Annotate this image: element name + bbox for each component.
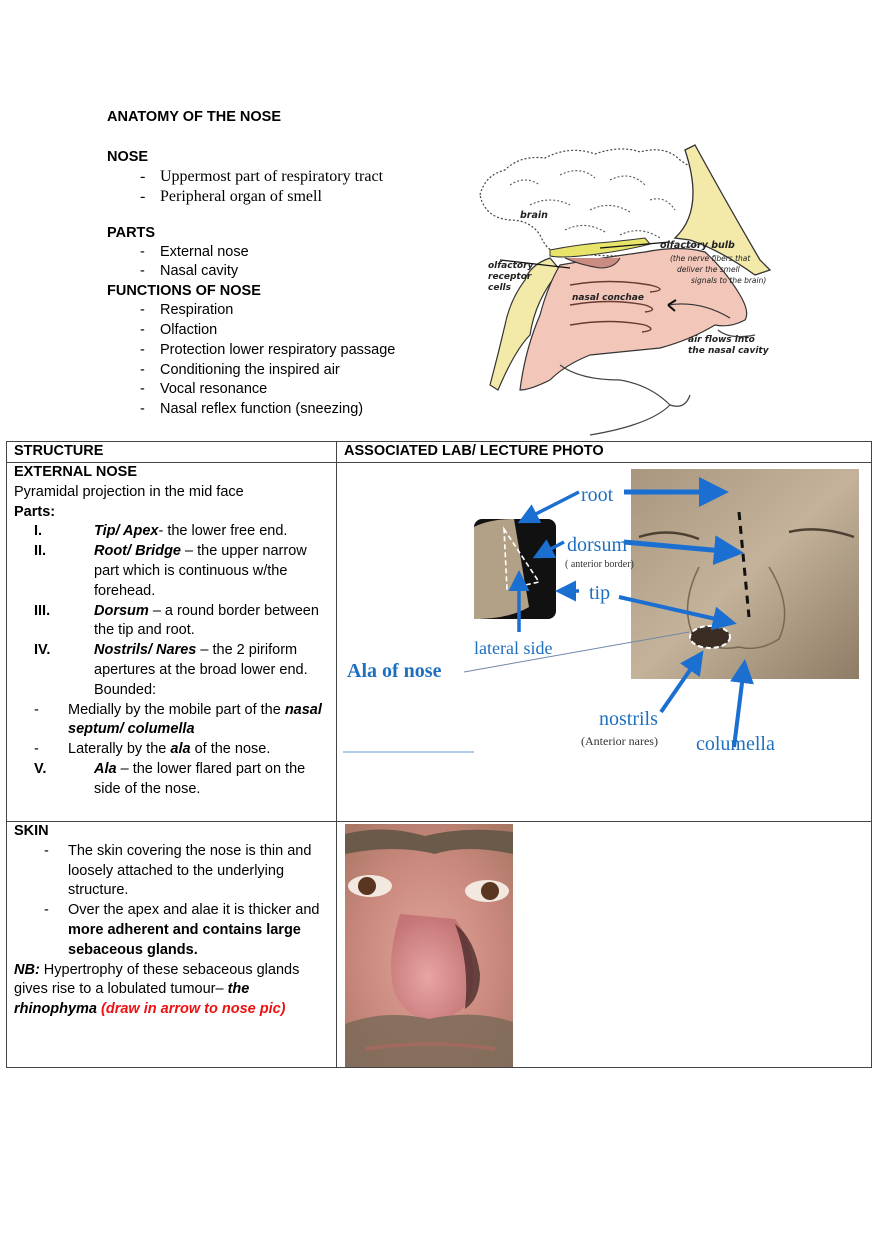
- svg-text:lateral side: lateral side: [474, 638, 552, 658]
- rhinophyma-photo: [345, 824, 513, 1067]
- external-nose-cell: EXTERNAL NOSE Pyramidal projection in th…: [6, 462, 337, 822]
- skin-heading: SKIN: [14, 823, 49, 839]
- rhinophyma-photo-cell: [336, 821, 872, 1068]
- bounded-item: -Medially by the mobile part of the nasa…: [34, 701, 322, 738]
- svg-text:root: root: [581, 484, 614, 506]
- list-item: -Conditioning the inspired air: [140, 361, 340, 378]
- external-nose-desc: Pyramidal projection in the mid face: [14, 483, 244, 500]
- parts-list: -External nose -Nasal cavity: [107, 243, 467, 283]
- list-item: -Peripheral organ of smell: [140, 187, 322, 205]
- list-item: -Respiration: [140, 302, 234, 319]
- nose-list: -Uppermost part of respiratory tract -Pe…: [107, 167, 467, 207]
- skin-bullet: -Over the apex and alae it is thicker an…: [44, 902, 320, 958]
- skin-nb-note: NB: Hypertrophy of these sebaceous gland…: [14, 961, 300, 1018]
- table-row-external-nose: EXTERNAL NOSE Pyramidal projection in th…: [6, 462, 872, 822]
- external-nose-heading: EXTERNAL NOSE: [14, 464, 138, 480]
- svg-text:receptor: receptor: [488, 272, 532, 282]
- table-row-skin: SKIN -The skin covering the nose is thin…: [6, 821, 872, 1068]
- list-item: -External nose: [140, 243, 249, 260]
- section-heading-nose: NOSE: [107, 149, 149, 165]
- parts-label: Parts:: [14, 503, 56, 520]
- svg-text:olfactory bulb: olfactory bulb: [660, 240, 735, 251]
- list-item: -Vocal resonance: [140, 381, 268, 398]
- svg-text:(the nerve fibers that: (the nerve fibers that: [670, 254, 751, 263]
- sagittal-head-illustration: brain olfactory bulb (the nerve fibers t…: [479, 144, 772, 436]
- svg-text:the nasal cavity: the nasal cavity: [688, 346, 770, 356]
- svg-text:Ala of nose: Ala of nose: [347, 660, 442, 682]
- page-title: ANATOMY OF THE NOSE: [107, 109, 282, 125]
- skin-bullet: -The skin covering the nose is thin and …: [44, 842, 312, 899]
- svg-text:nostrils: nostrils: [599, 708, 658, 730]
- svg-text:olfactory: olfactory: [488, 261, 535, 271]
- section-heading-functions: FUNCTIONS OF NOSE: [107, 283, 261, 300]
- list-item: -Nasal reflex function (sneezing): [140, 401, 364, 418]
- header-photo: ASSOCIATED LAB/ LECTURE PHOTO: [336, 441, 872, 463]
- part-item: V.Ala – the lower flared part on the sid…: [34, 760, 306, 797]
- svg-text:deliver the smell: deliver the smell: [677, 265, 741, 274]
- table-header-row: STRUCTURE ASSOCIATED LAB/ LECTURE PHOTO: [6, 441, 872, 463]
- svg-text:air flows into: air flows into: [688, 335, 755, 345]
- functions-list: -Respiration -Olfaction -Protection lowe…: [107, 301, 467, 420]
- intro-section: ANATOMY OF THE NOSE NOSE -Uppermost part…: [107, 108, 467, 420]
- list-item: -Nasal cavity: [140, 263, 239, 280]
- part-item: III.Dorsum – a round border between the …: [34, 602, 319, 639]
- section-heading-parts: PARTS: [107, 224, 156, 241]
- part-item: IV.Nostrils/ Nares – the 2 piriform aper…: [34, 642, 308, 698]
- svg-text:signals to the brain): signals to the brain): [691, 276, 766, 285]
- list-item: -Protection lower respiratory passage: [140, 341, 396, 358]
- svg-text:tip: tip: [589, 582, 610, 604]
- svg-text:nasal conchae: nasal conchae: [572, 293, 644, 303]
- svg-text:dorsum: dorsum: [567, 534, 627, 556]
- todo-note: (draw in arrow to nose pic): [96, 1001, 286, 1018]
- external-nose-photo-cell: root dorsum ( anterior border) tip later…: [336, 462, 872, 822]
- list-item: -Olfaction: [140, 321, 218, 338]
- bounded-item: -Laterally by the ala of the nose.: [34, 741, 271, 758]
- part-item: II.Root/ Bridge – the upper narrow part …: [34, 543, 307, 599]
- part-item: I.Tip/ Apex- the lower free end.: [34, 523, 288, 540]
- skin-cell: SKIN -The skin covering the nose is thin…: [6, 821, 337, 1068]
- svg-text:columella: columella: [696, 733, 775, 755]
- nasal-cavity-diagram: brain olfactory bulb (the nerve fibers t…: [470, 140, 780, 440]
- svg-text:( anterior border): ( anterior border): [565, 559, 634, 570]
- svg-text:cells: cells: [488, 283, 512, 293]
- header-structure: STRUCTURE: [6, 441, 337, 463]
- svg-text:(Anterior nares): (Anterior nares): [581, 734, 658, 748]
- list-item: -Uppermost part of respiratory tract: [140, 168, 384, 185]
- svg-text:brain: brain: [520, 210, 548, 221]
- structure-table: STRUCTURE ASSOCIATED LAB/ LECTURE PHOTO …: [6, 441, 872, 1068]
- external-nose-labeled-photo: root dorsum ( anterior border) tip later…: [339, 467, 869, 767]
